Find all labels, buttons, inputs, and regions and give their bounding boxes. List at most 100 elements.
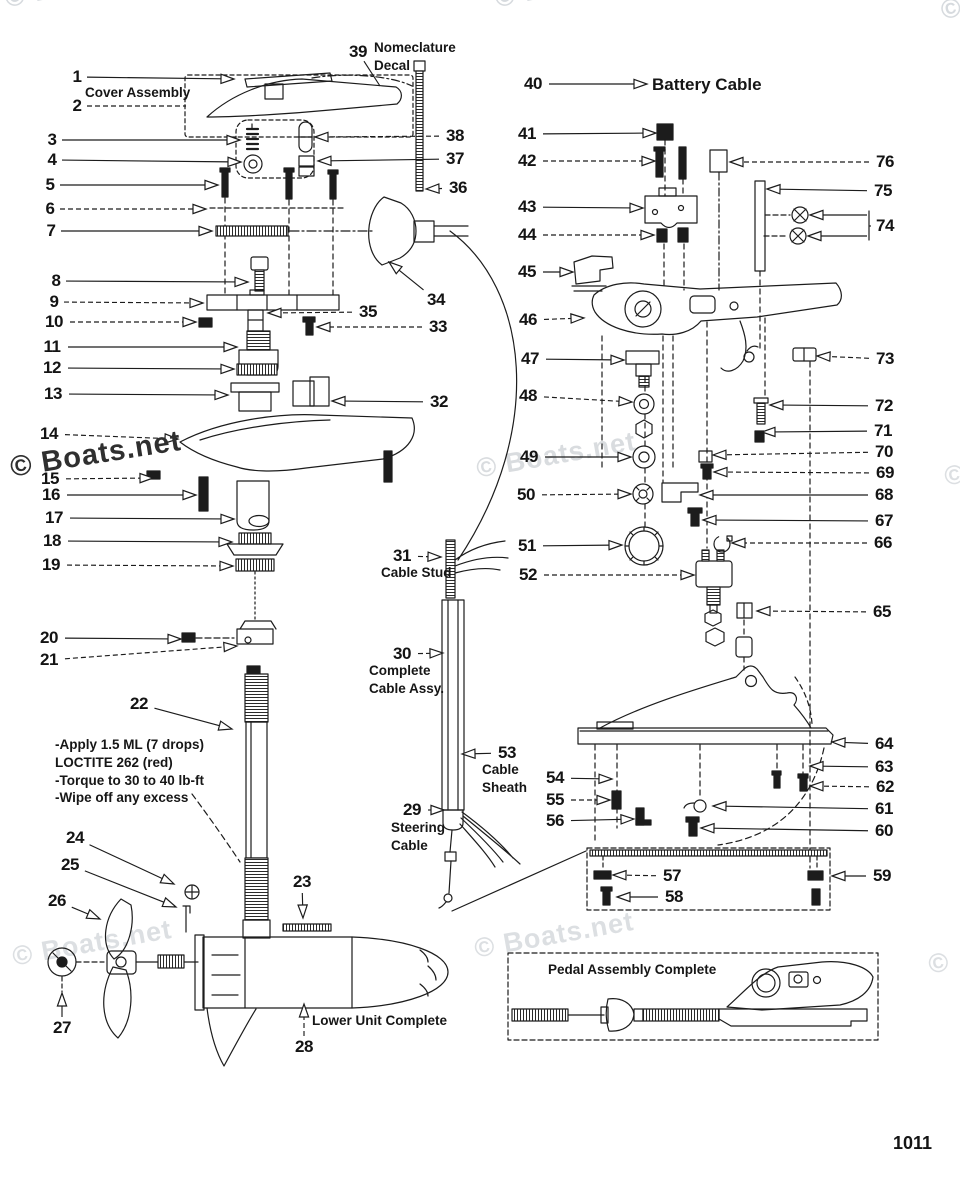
leader-arrowhead (808, 209, 824, 221)
leader-line-18 (67, 540, 222, 543)
leader-line-48 (543, 396, 622, 402)
leader-line-56 (570, 818, 624, 822)
leader-arrowhead-23 (297, 904, 309, 920)
leader-line-47 (545, 358, 614, 361)
leader-arrowhead-45 (559, 266, 575, 278)
leader-arrowhead-56 (620, 813, 636, 825)
leader-line-17 (69, 517, 224, 520)
leader-line-14 (64, 434, 168, 440)
leader-line-37 (328, 158, 440, 162)
leader-arrowhead-16 (182, 489, 198, 501)
leader-arrowhead-57 (611, 869, 627, 881)
motor-head-drawing (368, 196, 518, 561)
leader-arrowhead-6 (192, 203, 208, 215)
leader-arrowhead-58 (615, 891, 631, 903)
page-number: 1011 (892, 1133, 932, 1153)
leader-arrowhead-19 (219, 560, 235, 572)
leader-line-13 (68, 393, 218, 396)
leader-arrowhead-48 (618, 395, 634, 407)
leader-line-22 (154, 707, 222, 727)
leader-line-73 (827, 355, 870, 359)
leader-line-34 (397, 268, 424, 291)
leader-arrowhead-14 (164, 433, 180, 444)
leader-line-38 (325, 135, 440, 138)
leader-arrowhead-68 (698, 489, 714, 501)
leader-arrowhead-51 (608, 539, 624, 551)
leader-line-1 (86, 76, 224, 80)
leader-arrowhead-47 (610, 354, 626, 366)
leader-arrowhead-1 (220, 73, 236, 85)
leader-line-26 (71, 906, 91, 916)
leader-arrowhead-24 (159, 873, 176, 885)
leader-line-72 (780, 404, 869, 407)
leader-line-51 (542, 544, 612, 547)
leader-line-4 (61, 159, 231, 163)
leader-arrowhead-52 (680, 569, 696, 581)
leader-arrowhead-59 (830, 870, 846, 882)
leader-arrowhead-54 (598, 773, 614, 785)
leader-line-24 (89, 844, 165, 880)
leader-line-41 (542, 132, 646, 135)
leader-arrowhead-71 (760, 426, 776, 438)
leader-arrowhead-63 (808, 760, 824, 772)
leader-arrowhead-66 (730, 537, 746, 549)
leader-arrowhead-34 (387, 260, 404, 275)
leader-arrowhead-37 (316, 155, 332, 167)
leader-arrowhead-41 (642, 127, 658, 139)
mount-mid-hardware-drawing (601, 317, 817, 869)
cable-assembly-drawing (438, 539, 587, 912)
leader-arrowhead-33 (315, 321, 331, 333)
leader-line-46 (543, 317, 574, 321)
leader-line-67 (713, 519, 869, 522)
leader-arrowhead-26 (85, 908, 102, 920)
leader-arrowhead-11 (223, 341, 239, 353)
leader-arrowhead-8 (234, 276, 250, 288)
leader-arrowhead-60 (699, 822, 715, 834)
mount-base-drawing (577, 665, 834, 846)
leader-arrowhead-13 (214, 389, 230, 401)
leader-arrowhead-28 (298, 1002, 310, 1018)
cover-screws-drawing (209, 60, 426, 297)
leader-line-8 (65, 280, 238, 283)
leader-arrowhead-29 (430, 804, 446, 816)
leader-arrowhead-15 (139, 472, 155, 484)
leader-line-57 (623, 874, 657, 877)
leader-arrowhead-64 (830, 737, 846, 748)
leader-arrowhead-36 (424, 183, 440, 195)
leader-line-35 (278, 311, 353, 314)
leader-line-70 (723, 451, 869, 456)
leader-arrowhead-7 (198, 225, 214, 237)
leader-line-54 (570, 777, 602, 780)
leader-arrowhead-44 (640, 229, 656, 241)
leader-arrowhead-65 (755, 605, 771, 617)
leader-arrowhead-12 (220, 363, 236, 375)
leader-line-61 (723, 805, 869, 810)
leader-arrowhead-53 (460, 748, 476, 760)
leader-arrowhead-55 (596, 794, 612, 806)
leader-line-39 (363, 60, 381, 87)
leader-arrowhead-42 (641, 155, 657, 167)
leader-arrowhead-76 (728, 156, 744, 168)
leader-arrowhead-30 (429, 647, 445, 659)
leader-arrowhead-75 (765, 183, 781, 195)
main-shaft-drawing (191, 673, 332, 939)
leader-arrowhead-25 (161, 896, 178, 908)
leader-arrowhead-9 (189, 297, 205, 309)
pedal-assembly-drawing (507, 952, 879, 1041)
leader-arrowhead-4 (227, 156, 243, 168)
leader-arrowhead-69 (712, 466, 728, 478)
leader-line-19 (66, 564, 223, 567)
leader-arrowhead-38 (313, 131, 329, 143)
lower-unit-drawing (47, 884, 449, 1067)
fastener-group-box-drawing (586, 847, 831, 911)
leader-line-62 (820, 785, 870, 788)
leader-line-64 (842, 741, 869, 744)
leader-arrowhead-5 (204, 179, 220, 191)
leader-arrowhead-27 (56, 991, 68, 1007)
leader-arrowhead (806, 230, 822, 242)
cover-hardware-drawing (235, 119, 315, 179)
leader-arrowhead-20 (167, 633, 183, 645)
